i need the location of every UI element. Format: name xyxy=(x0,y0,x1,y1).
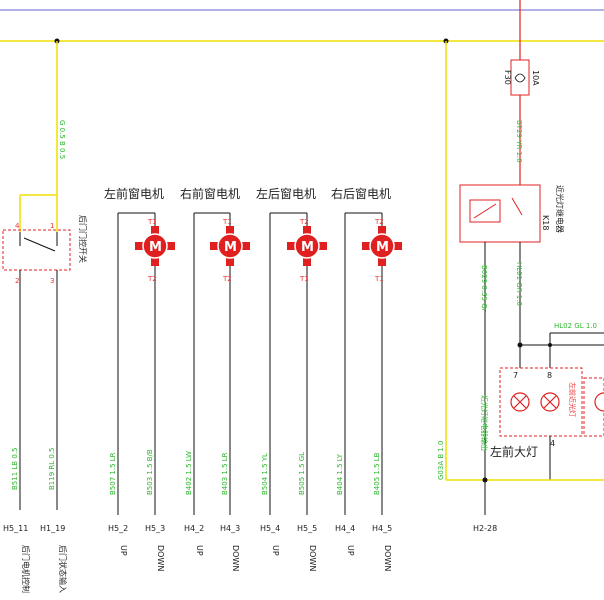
switch-right-wire-label: B119 RL 0.5 xyxy=(48,447,56,490)
motor-icon xyxy=(369,233,395,259)
relay-mid-text: 近光灯继电器输出 xyxy=(480,395,489,451)
switch-pin-2: 2 xyxy=(15,277,19,285)
motor-up-pin: H4_4 xyxy=(335,524,355,533)
hl2-wire-label: HL02 GL 1.0 xyxy=(554,322,597,330)
motor-up-wire-label: B507 1.5 LR xyxy=(109,452,117,495)
motor-top-terminal: T2 xyxy=(374,218,384,226)
motor-letter: M xyxy=(224,240,237,255)
relay-hl-wire-label: HL01 GR 1.0 xyxy=(515,262,523,306)
motor-icon xyxy=(142,233,168,259)
motor-down-pin: H5_5 xyxy=(297,524,317,533)
fuse-label: F30 xyxy=(503,70,512,85)
motor-down-pin: H4_5 xyxy=(372,524,392,533)
switch-left-wire-label: B511 LB 0.5 xyxy=(11,448,19,490)
lamp-side-text: 左前近光灯 xyxy=(568,382,577,417)
relay-switch xyxy=(511,197,523,216)
switch-pin-4: 4 xyxy=(15,222,20,230)
door-switch-label: 后门门控开关 xyxy=(78,215,88,263)
motor-icon xyxy=(294,233,320,259)
relay-code: K18 xyxy=(541,215,550,230)
motor-title: 右后窗电机 xyxy=(331,186,391,201)
lamp-pin-4: 4 xyxy=(550,439,555,448)
motor-title: 右前窗电机 xyxy=(180,186,240,201)
motor-down-wire-label: B505 1.5 GL xyxy=(298,452,306,495)
motor-down-wire-label: B405 1.5 LB xyxy=(373,452,381,495)
motor-up-pin: H5_2 xyxy=(108,524,128,533)
fuse-box xyxy=(510,59,530,96)
motor-top-terminal: T1 xyxy=(147,218,157,226)
relay-coil-diagonal xyxy=(473,203,497,219)
motor-down-wire-label: B503 1.5 B/B xyxy=(146,449,154,495)
fuse-value: 10A xyxy=(531,70,540,86)
motor-down-pin: H4_3 xyxy=(220,524,240,533)
right-lamp-box xyxy=(583,377,604,437)
motor-title: 左前窗电机 xyxy=(104,186,164,201)
switch-pin-left-label: H5_11 xyxy=(3,524,28,533)
fuse-wire-label: BT29 YR 1.0 xyxy=(515,120,523,163)
motor-down-label: DOWN xyxy=(383,545,392,571)
motor-letter: M xyxy=(301,240,314,255)
switch-bottom-right-label: 后门状态输入 xyxy=(58,545,68,593)
motor-letter: M xyxy=(149,240,162,255)
lamp-label: 左前大灯 xyxy=(490,444,538,459)
motor-down-label: DOWN xyxy=(156,545,165,571)
switch-top-wire-label: G 0.5 B 0.5 xyxy=(58,120,66,159)
relay-label: 近光灯继电器 xyxy=(555,185,565,233)
motor-up-label: UP xyxy=(346,545,355,556)
motor-up-label: UP xyxy=(119,545,128,556)
switch-pin-1: 1 xyxy=(50,222,54,230)
relay-out-wire-label: B029 0.35 Gr xyxy=(480,265,488,312)
motor-up-pin: H4_2 xyxy=(184,524,204,533)
motor-up-label: UP xyxy=(195,545,204,556)
motor-up-wire-label: B402 1.5 LW xyxy=(185,451,193,495)
motor-bottom-terminal: T2 xyxy=(222,275,232,283)
switch-pin-right-label: H1_19 xyxy=(40,524,65,533)
motor-title: 左后窗电机 xyxy=(256,186,316,201)
motor-down-wire-label: B403 1.5 LR xyxy=(221,452,229,495)
motor-bottom-terminal: T2 xyxy=(147,275,157,283)
motor-bottom-terminal: T1 xyxy=(374,275,384,283)
lamp-pin-8: 8 xyxy=(547,371,552,380)
switch-bottom-left-label: 后门电机控制 xyxy=(21,545,31,593)
motor-top-terminal: T2 xyxy=(299,218,309,226)
switch-pin-3: 3 xyxy=(50,277,54,285)
motor-up-pin: H5_4 xyxy=(260,524,280,533)
right-lamp-bulb xyxy=(594,392,604,412)
relay-coil xyxy=(469,199,501,223)
lamp-pin-7: 7 xyxy=(513,371,518,380)
door-switch-box xyxy=(2,229,71,271)
h2-28-pin-label: H2-28 xyxy=(473,524,497,533)
motor-up-label: UP xyxy=(271,545,280,556)
low-beam-bulb-left-cross xyxy=(513,395,527,409)
switch-blade xyxy=(23,237,56,252)
motor-down-pin: H5_3 xyxy=(145,524,165,533)
fuse-element xyxy=(514,73,526,83)
low-beam-bulb-right-cross xyxy=(543,395,557,409)
motor-up-wire-label: B504 1.5 YL xyxy=(261,453,269,495)
right-yellow-wire-label: G03A B 1.0 xyxy=(437,440,445,480)
motor-top-terminal: T1 xyxy=(222,218,232,226)
motor-down-label: DOWN xyxy=(231,545,240,571)
motor-bottom-terminal: T1 xyxy=(299,275,309,283)
motor-letter: M xyxy=(376,240,389,255)
motor-icon xyxy=(217,233,243,259)
motor-down-label: DOWN xyxy=(308,545,317,571)
motor-up-wire-label: B404 1.5 LY xyxy=(336,453,344,495)
